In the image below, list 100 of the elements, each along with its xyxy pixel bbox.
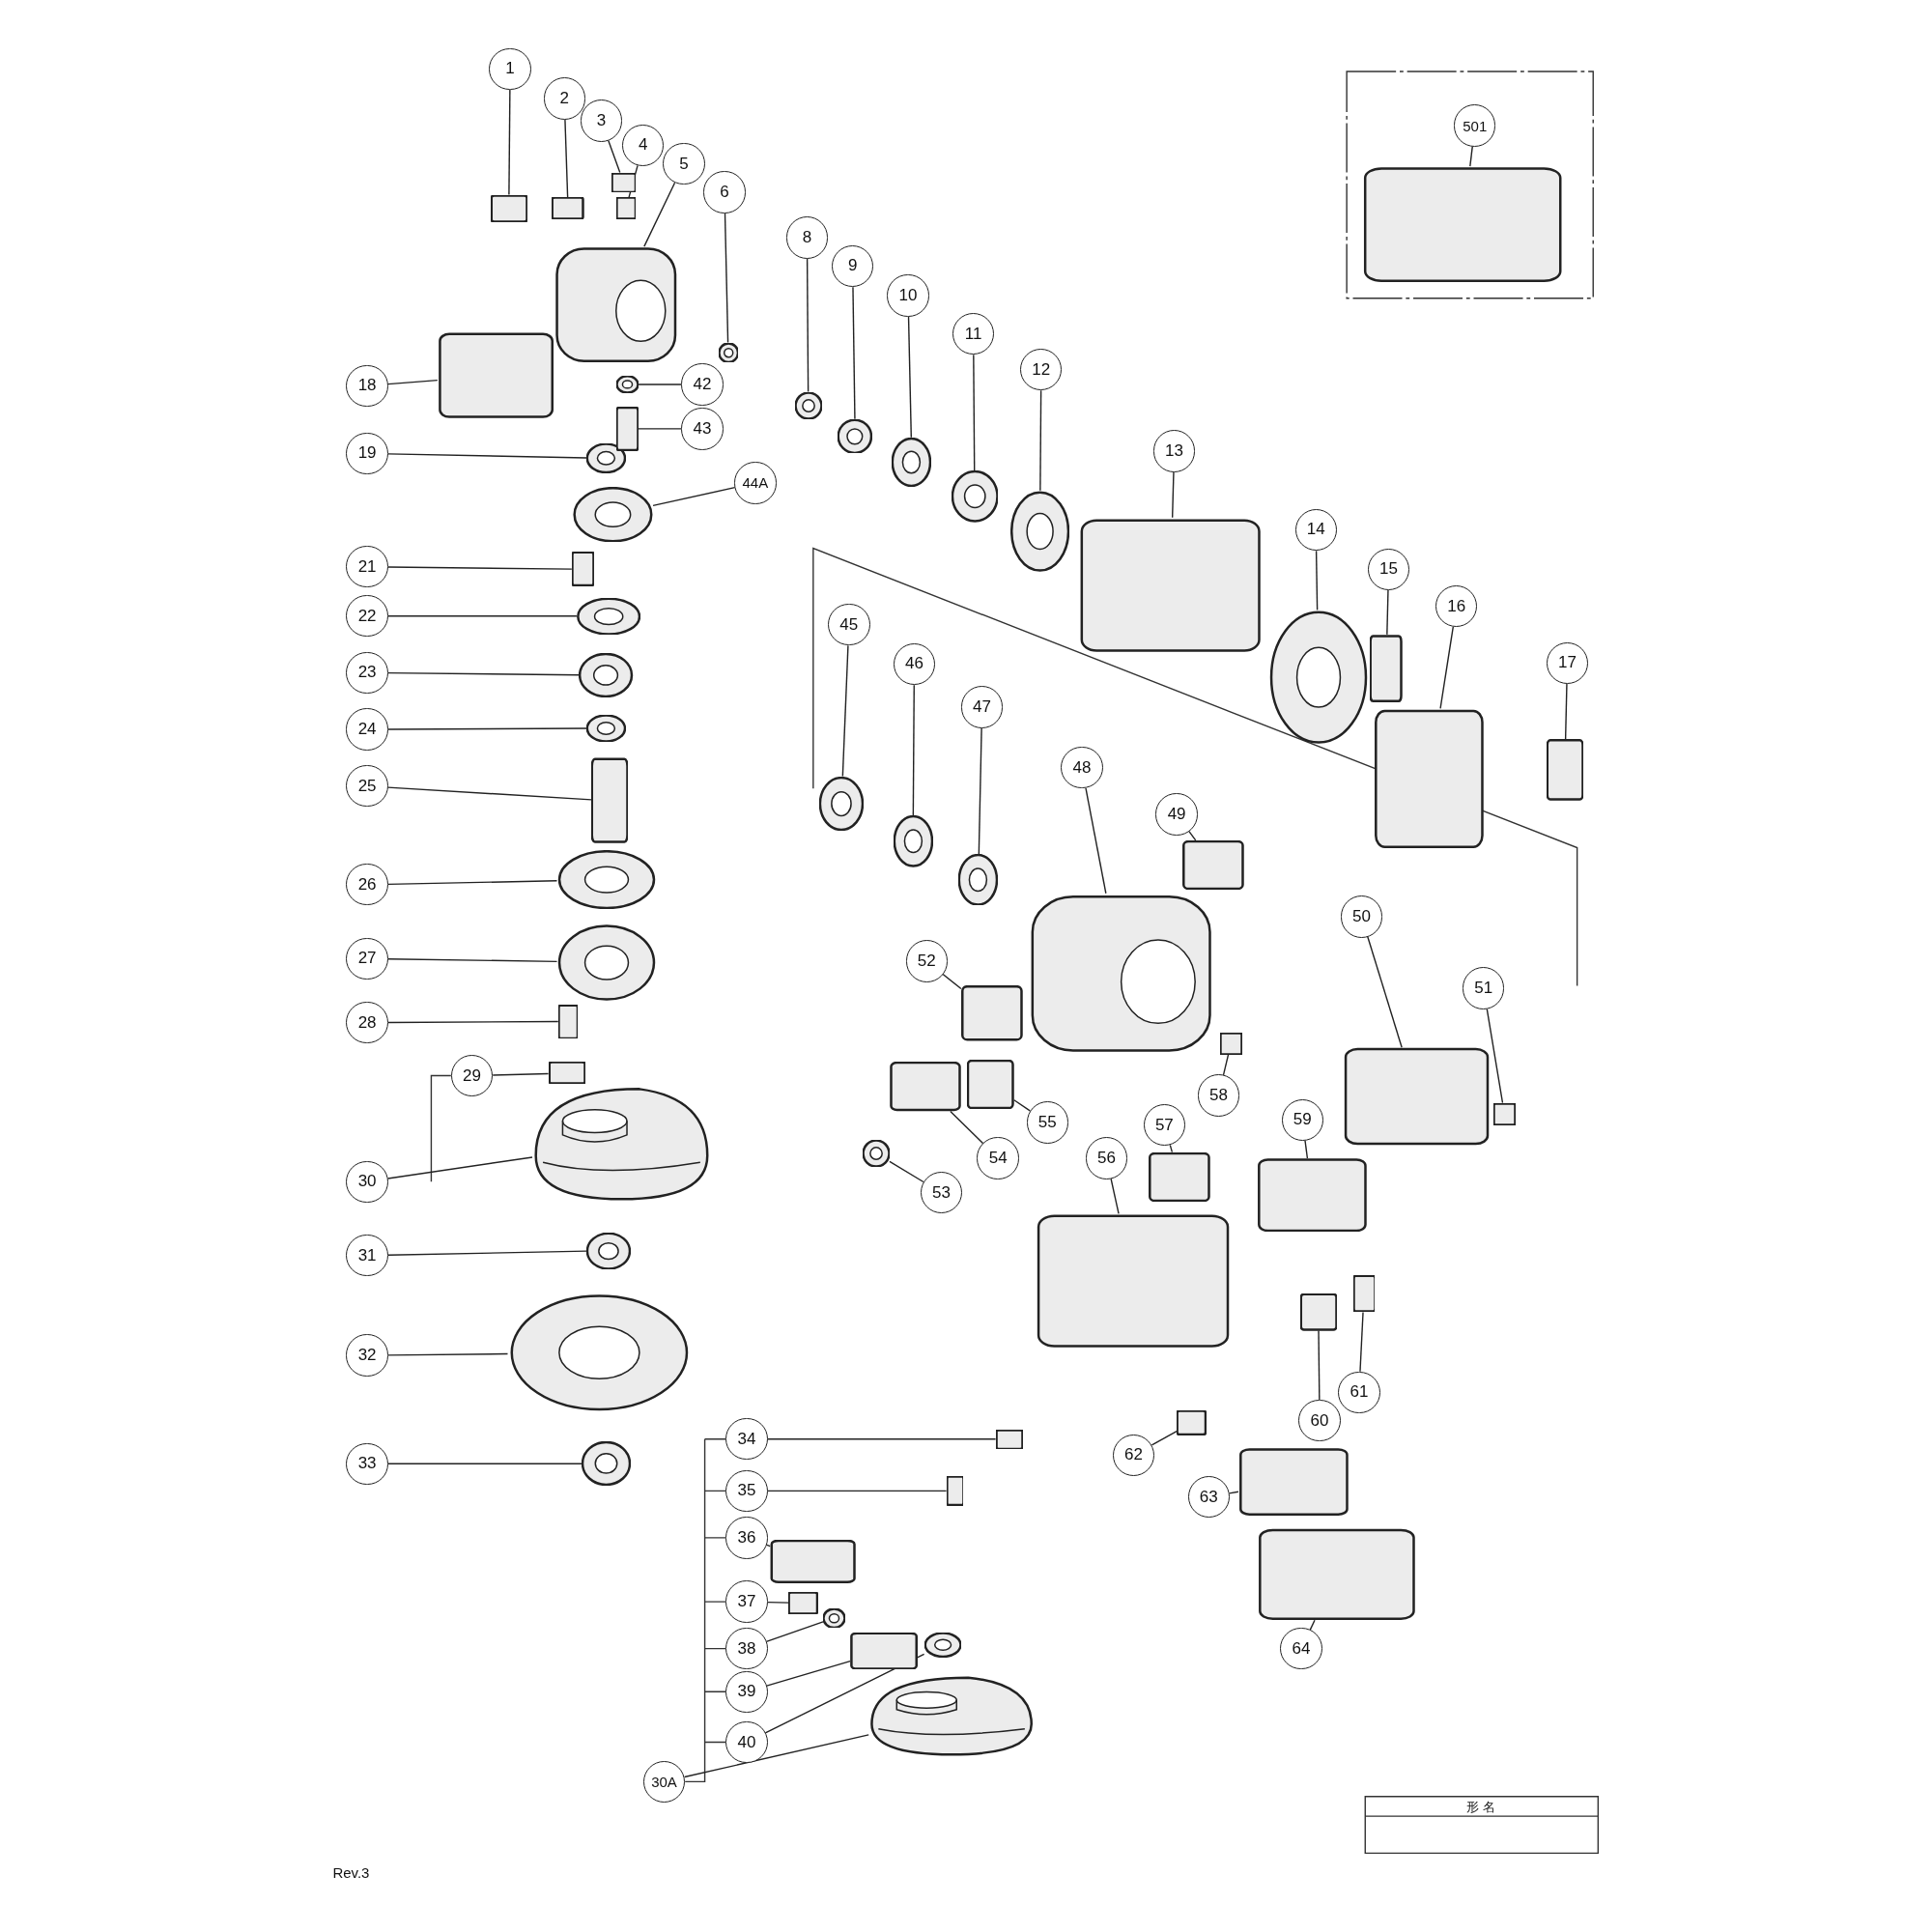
leader-line — [978, 727, 982, 855]
leader-line — [765, 1621, 824, 1643]
callout-number: 8 — [785, 216, 829, 259]
screw-drawing — [571, 552, 594, 587]
callout-number: 3 — [580, 99, 623, 142]
callout-number: 54 — [977, 1137, 1019, 1179]
callout-number: 17 — [1546, 641, 1589, 684]
cover-plate-drawing — [556, 923, 656, 1001]
leader-line — [1386, 589, 1389, 636]
leader-line — [1169, 1144, 1174, 1153]
leader-line — [1222, 1054, 1230, 1076]
lever-drawing — [1148, 1151, 1210, 1202]
callout-number: 19 — [346, 432, 388, 475]
leader-line — [387, 671, 581, 676]
leader-line — [1564, 683, 1568, 740]
callout-number: 9 — [831, 244, 874, 288]
wire-lead-drawing — [1546, 739, 1583, 802]
leader-line — [683, 1734, 869, 1778]
washer-drawing — [823, 1607, 845, 1628]
leader-line — [638, 428, 683, 430]
callout-number: 28 — [346, 1002, 388, 1044]
callout-number: 501 — [1454, 104, 1496, 147]
clamp-drawing — [1299, 1293, 1337, 1331]
leader-line — [638, 384, 683, 385]
clamp-drawing — [770, 1540, 857, 1583]
leader-line — [387, 1020, 559, 1024]
leader-line — [1304, 1140, 1309, 1159]
leader-line — [652, 486, 736, 507]
callout-number: 14 — [1294, 508, 1337, 552]
leader-line — [387, 1250, 587, 1256]
switch-drawing — [1257, 1157, 1368, 1233]
leader-line — [387, 880, 558, 886]
callout-number: 61 — [1338, 1371, 1380, 1413]
callout-number: 1 — [489, 47, 531, 91]
brush-holder-drawing — [889, 1062, 961, 1112]
bolt-drawing — [552, 197, 584, 220]
handle-grip-drawing — [437, 332, 554, 419]
motor-housing-drawing — [1029, 893, 1214, 1054]
callout-number: 34 — [725, 1418, 768, 1461]
callout-number: 59 — [1281, 1098, 1323, 1142]
callout-number: 2 — [543, 77, 585, 120]
leader-line — [1318, 1329, 1321, 1401]
stator-drawing — [1374, 708, 1485, 851]
screw-drawing — [557, 1004, 579, 1039]
callout-number: 12 — [1020, 348, 1063, 391]
callout-number: 23 — [346, 651, 388, 695]
callout-number: 4 — [622, 124, 665, 167]
wheel-guard-drawing — [868, 1675, 1036, 1756]
callout-number: 60 — [1298, 1399, 1341, 1442]
leader-line — [806, 258, 810, 393]
spring-drawing — [615, 197, 637, 220]
bevel-gear-drawing — [573, 486, 653, 543]
callout-number: 38 — [725, 1627, 768, 1670]
washer-drawing — [794, 391, 822, 419]
spring-drawing — [1219, 1032, 1242, 1055]
leader-line — [907, 316, 912, 439]
callout-number: 63 — [1187, 1476, 1230, 1519]
gear-housing-drawing — [554, 246, 678, 364]
leader-line — [1367, 936, 1403, 1048]
callout-number: 64 — [1280, 1627, 1322, 1670]
callout-number: 22 — [346, 595, 388, 638]
leader-line — [387, 957, 558, 963]
leader-line — [387, 379, 439, 385]
pin-drawing — [615, 406, 639, 451]
bolt-drawing — [548, 1062, 585, 1085]
leader-line — [1171, 470, 1175, 519]
clamp-band-drawing — [850, 1633, 919, 1670]
leader-line — [1110, 1178, 1120, 1215]
leader-line — [1486, 1008, 1504, 1104]
callout-number: 5 — [663, 142, 705, 185]
callout-number: 30A — [642, 1760, 686, 1804]
leader-line — [387, 1352, 509, 1356]
leader-line — [1439, 626, 1454, 710]
handle-bracket-drawing — [1343, 1047, 1492, 1147]
callout-number: 33 — [346, 1442, 388, 1485]
plug-cord-drawing — [1257, 1527, 1417, 1621]
callout-number: 32 — [346, 1334, 388, 1377]
sleeve-drawing — [1177, 1410, 1207, 1435]
bolt-drawing — [788, 1591, 818, 1614]
leader-line — [387, 453, 587, 459]
callout-number: 42 — [681, 363, 724, 406]
leader-line — [387, 727, 587, 730]
screw-drawing — [1492, 1102, 1516, 1125]
leader-line — [1013, 1099, 1031, 1112]
cord-drawing — [1237, 1447, 1350, 1516]
callout-number: 52 — [905, 940, 948, 982]
leader-line — [387, 786, 592, 801]
leader-line — [950, 1110, 984, 1145]
leader-line — [1039, 389, 1042, 492]
leader-line — [724, 212, 729, 344]
leader-line — [508, 89, 511, 196]
callout-number: 50 — [1340, 895, 1383, 938]
callout-number: 40 — [725, 1720, 768, 1764]
callout-number: 6 — [703, 171, 746, 213]
leader-line — [766, 1660, 851, 1687]
gasket-drawing — [556, 850, 656, 910]
flange-drawing — [586, 1232, 632, 1269]
leader-line — [1085, 787, 1107, 895]
leader-line — [1469, 145, 1473, 167]
callout-number: 46 — [893, 642, 936, 686]
